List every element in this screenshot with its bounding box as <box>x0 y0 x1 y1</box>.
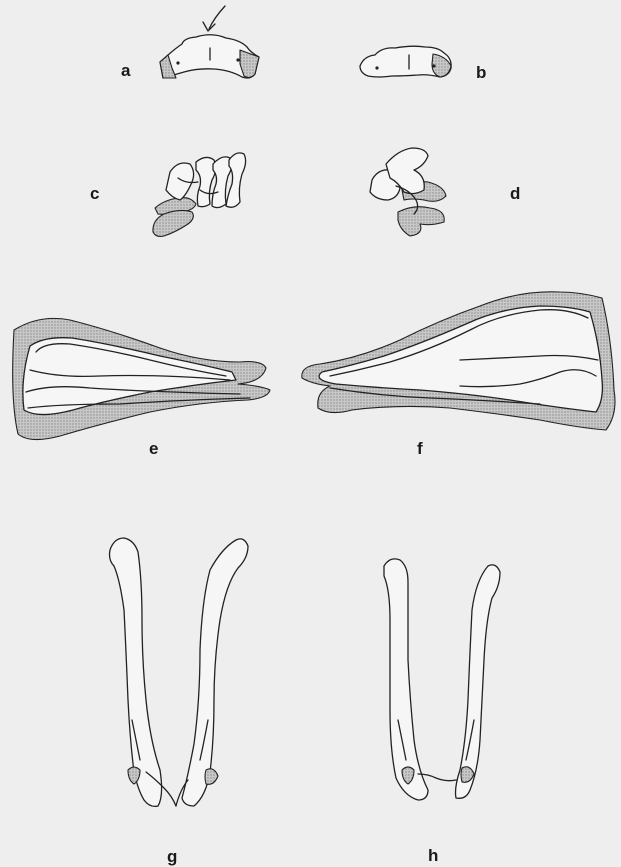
curved-arrow-icon <box>203 6 225 31</box>
figure-f-element <box>302 292 615 430</box>
label-f: f <box>417 440 423 457</box>
figure-d-element <box>370 148 446 236</box>
label-e: e <box>149 440 158 457</box>
label-d: d <box>510 185 520 202</box>
figure-c-element <box>153 153 246 237</box>
label-g: g <box>167 848 177 865</box>
figure-g-element <box>110 538 249 806</box>
label-c: c <box>90 185 99 202</box>
label-b: b <box>476 64 486 81</box>
figure-e-element <box>13 318 270 439</box>
label-a: a <box>121 62 130 79</box>
label-h: h <box>428 847 438 864</box>
figure-h-element <box>384 559 500 800</box>
figure-a-element <box>160 35 259 78</box>
figure-b-element <box>360 46 451 77</box>
